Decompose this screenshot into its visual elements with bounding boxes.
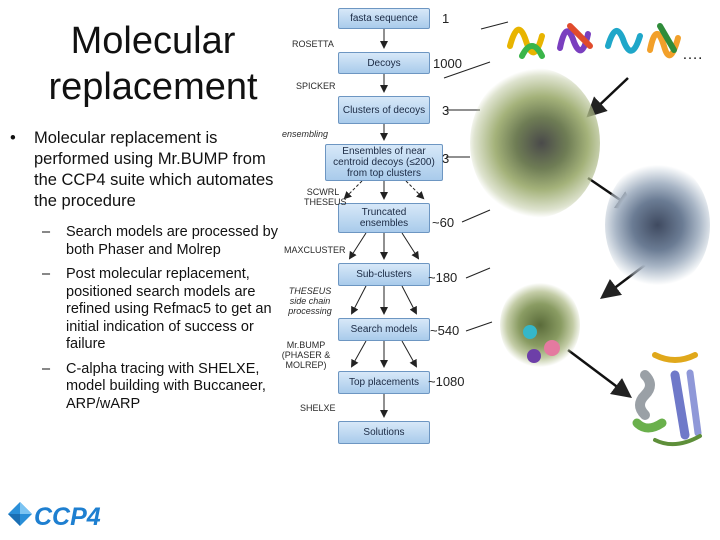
tool-rosetta: ROSETTA <box>292 39 334 49</box>
step-decoys: Decoys <box>338 52 430 74</box>
main-bullet-text: Molecular replacement is performed using… <box>34 129 274 210</box>
count-label: 3 <box>442 103 450 118</box>
arrow-6c <box>401 285 417 315</box>
leader-line <box>443 61 491 79</box>
sub-bullet-text: Post molecular replacement, positioned s… <box>66 266 272 352</box>
step-fasta-sequence: fasta sequence <box>338 8 430 29</box>
leader-line <box>465 267 491 279</box>
tool-maxcluster: MAXCLUSTER <box>284 245 346 255</box>
tool-ensembling: ensembling <box>282 129 329 139</box>
pointer-arrow <box>586 77 629 118</box>
arrow-7c <box>401 340 417 368</box>
count-label: 1 <box>442 11 450 26</box>
pointer-arrow <box>567 349 632 398</box>
step-ensembles: Ensembles of near centroid decoys (≤200)… <box>325 144 443 181</box>
bullet-list: • Molecular replacement is performed usi… <box>6 128 278 420</box>
tool-scwrl-theseus: SCWRL THESEUS <box>304 187 347 207</box>
sub-bullet: – C-alpha tracing with SHELXE, model bui… <box>6 361 278 414</box>
count-label: ~180 <box>428 270 458 285</box>
leader-line <box>480 21 509 30</box>
sub-bullet-list: – Search models are processed by both Ph… <box>6 224 278 413</box>
title-line-1: Molecular <box>70 20 236 62</box>
arrow-6b <box>351 285 367 315</box>
count-label: ~1080 <box>428 374 465 389</box>
cluster-structures-image <box>470 68 600 218</box>
sub-bullet: – Post molecular replacement, positioned… <box>6 266 278 354</box>
main-bullet: • Molecular replacement is performed usi… <box>6 128 278 212</box>
arrow-5b <box>348 232 367 260</box>
bullet-dot-icon: • <box>10 129 16 147</box>
slide-title: Molecular replacement <box>24 18 282 110</box>
step-solutions: Solutions <box>338 421 430 444</box>
step-sub-clusters: Sub-clusters <box>338 263 430 286</box>
dash-icon: – <box>42 360 51 377</box>
ccp4-logo: CCP4 <box>8 502 101 531</box>
step-top-placements: Top placements <box>338 371 430 394</box>
sub-bullet: – Search models are processed by both Ph… <box>6 224 278 259</box>
search-model-helix-image <box>523 325 560 363</box>
sub-bullet-text: Search models are processed by both Phas… <box>66 224 278 258</box>
count-label: 1000 <box>433 56 462 71</box>
count-label: 3 <box>442 151 450 166</box>
step-clusters: Clusters of decoys <box>338 96 430 124</box>
step-search-models: Search models <box>338 318 430 341</box>
tool-shelxe: SHELXE <box>300 403 336 413</box>
ellipsis-label: …. <box>682 46 703 63</box>
arrow-5c <box>401 232 420 260</box>
solution-structure-image <box>632 352 702 447</box>
arrow-4c <box>405 180 425 200</box>
leader-line <box>465 321 493 332</box>
ensemble-structures-image <box>605 160 710 290</box>
dash-icon: – <box>42 224 51 240</box>
leader-line <box>461 209 491 223</box>
decoy-structures-image <box>507 23 681 59</box>
tool-spicker: SPICKER <box>296 81 336 91</box>
tool-mrbump: Mr.BUMP (PHASER & MOLREP) <box>281 340 331 370</box>
logo-text: CCP4 <box>34 503 101 531</box>
tool-theseus-side-chain: THESEUS side chain processing <box>288 286 332 316</box>
dash-icon: – <box>42 266 51 282</box>
sub-bullet-text: C-alpha tracing with SHELXE, model build… <box>66 360 266 412</box>
arrow-4b <box>343 180 363 200</box>
title-line-2: replacement <box>48 66 258 108</box>
count-label: ~540 <box>430 323 460 338</box>
arrow-7b <box>351 340 367 368</box>
step-truncated-ensembles: Truncated ensembles <box>338 203 430 233</box>
count-label: ~60 <box>432 215 455 230</box>
